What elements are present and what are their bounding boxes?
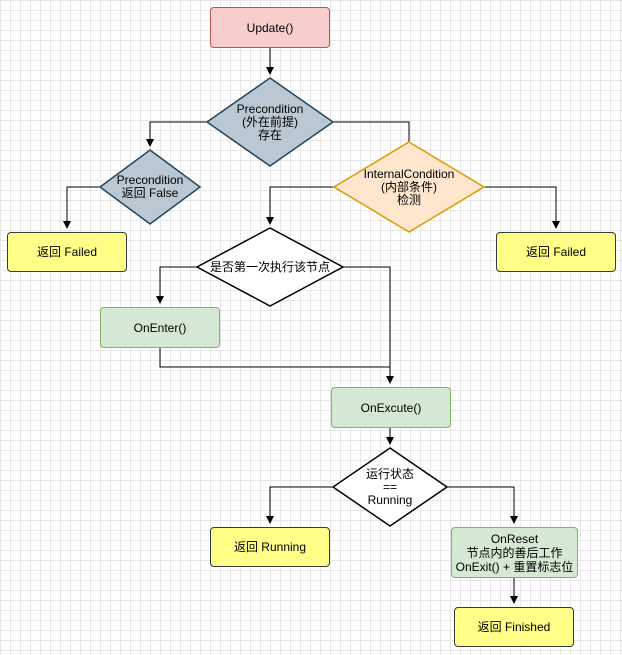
run-state-diamond [331,447,449,527]
internal-condition-label: InternalCondition (内部条件) 检测 [363,166,455,207]
first-exec-label: 是否第一次执行该节点 [209,259,330,274]
precondition-false-label: Precondition 返回 False [116,173,184,200]
edge-precondition-false [146,121,207,147]
edge-on-enter-on-excute [159,348,390,368]
precondition-label: Precondition (外在前提) 存在 [236,101,304,142]
failed-left-node: 返回 Failed [7,232,127,272]
running-node: 返回 Running [210,527,330,567]
run-state-label: 运行状态 == Running [365,466,414,507]
failed-right-node: 返回 Failed [496,232,616,272]
precondition-false-diamond [98,149,202,225]
edge-false-failed-left [63,186,100,229]
edge-run-state-on-reset [447,486,518,524]
update-node: Update() [210,7,330,48]
on-excute-node: OnExcute() [331,387,451,428]
precondition-diamond [205,77,335,167]
edge-internal-first-exec [266,186,334,225]
edge-first-exec-on-enter [156,266,197,304]
finished-node: 返回 Finished [454,607,574,647]
edge-first-exec-on-excute [343,266,394,384]
edge-run-state-running [266,486,333,524]
internal-condition-diamond [332,141,486,233]
edge-internal-failed-right [484,186,560,229]
on-reset-node: OnReset 节点内的善后工作 OnExit() + 重置标志位 [451,527,578,578]
on-enter-node: OnEnter() [100,307,220,348]
first-exec-diamond [195,227,345,307]
